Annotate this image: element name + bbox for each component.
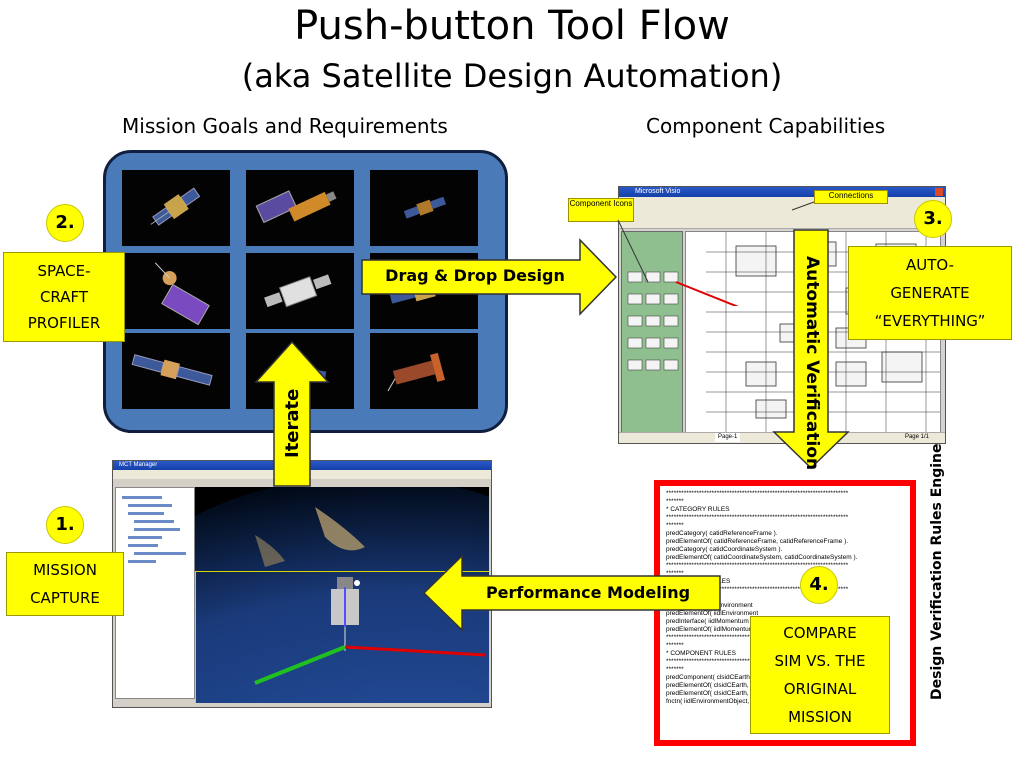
satellite-icon bbox=[403, 196, 447, 219]
page-title: Push-button Tool Flow bbox=[294, 3, 730, 49]
performance-modeling-label: Performance Modeling bbox=[485, 583, 691, 602]
step-1-badge: 1. bbox=[46, 506, 84, 544]
rules-line: ****************************************… bbox=[666, 586, 849, 593]
rules-line: ****************************************… bbox=[666, 514, 849, 521]
satellite-icon bbox=[131, 354, 213, 386]
step-3-line: GENERATE bbox=[890, 284, 970, 302]
visio-menubar bbox=[619, 197, 945, 206]
spacecraft-tile[interactable] bbox=[122, 333, 230, 409]
rules-line: ******* bbox=[666, 498, 684, 505]
rules-line: predInterface( iidlEnvironment bbox=[666, 602, 753, 609]
rules-engine-side-label: Design Verification Rules Engine bbox=[929, 443, 945, 700]
rules-line: ******* bbox=[666, 642, 684, 649]
rules-line: ******* bbox=[666, 666, 684, 673]
heading-component-capabilities: Component Capabilities bbox=[646, 114, 886, 138]
step-4-line: ORIGINAL bbox=[783, 680, 857, 698]
step-3-label: AUTO- GENERATE “EVERYTHING” bbox=[848, 246, 1012, 340]
automatic-verification-label: Automatic Verification bbox=[802, 256, 822, 471]
spacecraft-tile[interactable] bbox=[246, 253, 354, 329]
drag-drop-label: Drag & Drop Design bbox=[385, 266, 565, 285]
spacecraft-tile[interactable] bbox=[370, 170, 478, 246]
capture-window-title: MCT Manager bbox=[119, 462, 158, 468]
iterate-label: Iterate bbox=[282, 388, 303, 458]
spacecraft-tile[interactable] bbox=[370, 253, 478, 329]
satellite-icon bbox=[387, 352, 446, 392]
rules-line: ******* bbox=[666, 522, 684, 529]
step-3-line: AUTO- bbox=[905, 256, 955, 274]
satellite-icon bbox=[154, 262, 210, 326]
step-2-line: SPACE- bbox=[37, 262, 91, 280]
rules-line: predCategory( catidCoordinateSystem ). bbox=[666, 546, 783, 553]
step-1-line: MISSION bbox=[33, 561, 97, 579]
satellite-icon bbox=[255, 190, 337, 224]
step-2-badge: 2. bbox=[46, 204, 84, 242]
rules-line: ****************************************… bbox=[666, 490, 849, 497]
component-icons-callout: Component Icons bbox=[568, 198, 634, 222]
component-icons-grid bbox=[627, 271, 679, 371]
step-4-line: MISSION bbox=[788, 708, 852, 726]
step-3-badge: 3. bbox=[914, 200, 952, 238]
satellite-icon bbox=[150, 187, 201, 226]
step-4-line: COMPARE bbox=[783, 624, 857, 642]
rules-line: predElementOf( catidCoordinateSystem, ca… bbox=[666, 554, 858, 561]
step-1-line: CAPTURE bbox=[30, 589, 100, 607]
spacecraft-tile[interactable] bbox=[370, 333, 478, 409]
page-tab[interactable]: Page-1 bbox=[715, 433, 741, 442]
visio-titlebar: Microsoft Visio bbox=[619, 187, 945, 197]
visio-window-title: Microsoft Visio bbox=[635, 188, 681, 195]
rules-line: ****************************************… bbox=[666, 562, 849, 569]
rules-line: * COMPONENT RULES bbox=[666, 650, 736, 657]
step-3-line: “EVERYTHING” bbox=[874, 312, 986, 330]
spacecraft-tile[interactable] bbox=[122, 253, 230, 329]
satellite-icon bbox=[264, 274, 332, 308]
tree-lines bbox=[122, 496, 186, 563]
connections-callout: Connections bbox=[814, 190, 888, 204]
step-2-label: SPACE- CRAFT PROFILER bbox=[3, 252, 125, 342]
rules-line: * CATEGORY RULES bbox=[666, 506, 730, 513]
step-2-line: CRAFT bbox=[39, 288, 89, 306]
callout-pointers bbox=[617, 201, 815, 306]
step-1-label: MISSION CAPTURE bbox=[6, 552, 124, 616]
page-subtitle: (aka Satellite Design Automation) bbox=[241, 57, 783, 95]
step-4-badge: 4. bbox=[800, 566, 838, 604]
step-2-line: PROFILER bbox=[27, 314, 101, 332]
rules-line: predComponent( clsidCEarth bbox=[666, 674, 750, 681]
spacecraft-tile[interactable] bbox=[122, 170, 230, 246]
mission-capture-screenshot: MCT Manager bbox=[112, 460, 492, 708]
close-icon[interactable] bbox=[935, 188, 943, 196]
rules-line: predCategory( catidReferenceFrame ). bbox=[666, 530, 778, 537]
spacecraft-tile[interactable] bbox=[246, 170, 354, 246]
visio-toolbar bbox=[619, 206, 945, 229]
stencil-pane bbox=[621, 231, 683, 433]
workspace-tree[interactable] bbox=[115, 487, 195, 699]
capture-menubar bbox=[113, 470, 491, 479]
step-4-label: COMPARE SIM VS. THE ORIGINAL MISSION bbox=[750, 616, 890, 734]
capture-titlebar: MCT Manager bbox=[113, 461, 491, 470]
heading-mission-goals: Mission Goals and Requirements bbox=[122, 114, 448, 138]
visio-statusbar: Page-1 Page 1/1 bbox=[619, 432, 945, 443]
spacecraft-profiler-panel bbox=[103, 150, 508, 433]
rules-line: predElementOf( catidReferenceFrame, cati… bbox=[666, 538, 849, 545]
step-4-line: SIM VS. THE bbox=[774, 652, 866, 670]
page-status: Page 1/1 bbox=[904, 434, 929, 440]
rules-line: ******* bbox=[666, 570, 684, 577]
satellite-icon bbox=[389, 276, 458, 304]
earth-orbit-scene bbox=[113, 477, 491, 707]
orbit-3d-view[interactable] bbox=[113, 477, 491, 707]
